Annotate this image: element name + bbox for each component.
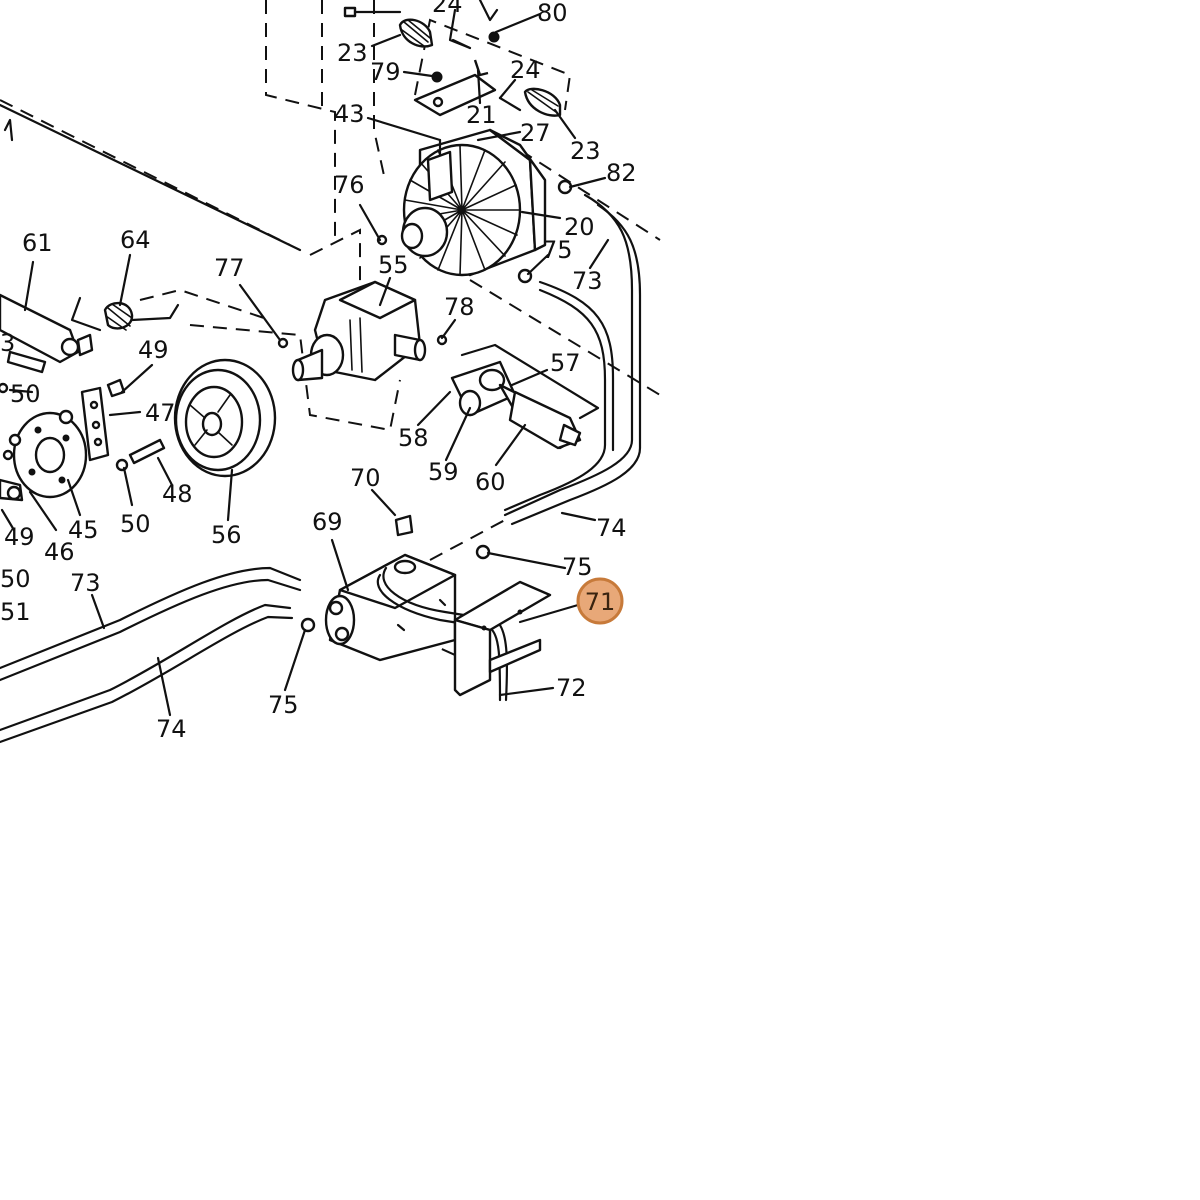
callout-79: 79 (370, 58, 401, 86)
callout-78: 78 (444, 293, 475, 321)
callout-51: 51 (0, 598, 31, 626)
callout-70: 70 (350, 464, 381, 492)
callout-69: 69 (312, 508, 343, 536)
callout-74: 74 (596, 514, 627, 542)
callout-77: 77 (214, 254, 245, 282)
callout-24: 24 (432, 0, 463, 18)
callout-73: 73 (572, 267, 603, 295)
fan-pump-assembly (400, 128, 547, 277)
callout-59: 59 (428, 458, 459, 486)
hoses (0, 193, 642, 744)
callout-49: 49 (138, 336, 169, 364)
callout-47: 47 (145, 399, 176, 427)
callout-27: 27 (520, 119, 551, 147)
pulley (173, 358, 277, 478)
callout-50: 50 (10, 380, 41, 408)
gearbox (291, 280, 427, 382)
frame-lines (0, 0, 661, 656)
callout-20: 20 (564, 213, 595, 241)
callout-74: 74 (156, 715, 187, 743)
callout-76: 76 (334, 171, 365, 199)
callout-48: 48 (162, 480, 193, 508)
callout-46: 46 (44, 538, 75, 566)
callout-23: 23 (570, 137, 601, 165)
hub-parts (0, 350, 166, 502)
callout-55: 55 (378, 251, 409, 279)
callout-57: 57 (550, 349, 581, 377)
motor-bracket (324, 514, 552, 702)
callout-60: 60 (475, 468, 506, 496)
leader-lines (0, 8, 610, 717)
callout-3: 3 (0, 329, 15, 357)
callout-61: 61 (22, 229, 53, 257)
highlight-label: 71 (585, 588, 616, 616)
callout-50: 50 (0, 565, 31, 593)
callout-50: 50 (120, 510, 151, 538)
callout-45: 45 (68, 516, 99, 544)
callout-43: 43 (334, 100, 365, 128)
callout-72: 72 (556, 674, 587, 702)
callout-labels: 80 24 23 79 24 21 43 27 23 82 76 20 61 6… (0, 0, 637, 743)
callout-58: 58 (398, 424, 429, 452)
highlight-callout[interactable]: 71 (576, 577, 624, 625)
callout-49: 49 (4, 523, 35, 551)
callout-75: 75 (562, 553, 593, 581)
spring-and-arm (0, 118, 180, 364)
callout-56: 56 (211, 521, 242, 549)
callout-21: 21 (466, 101, 497, 129)
callout-64: 64 (120, 226, 151, 254)
callout-73: 73 (70, 569, 101, 597)
highlight-circle[interactable] (576, 577, 624, 625)
coupler-shaft (450, 343, 600, 450)
callout-75: 75 (268, 691, 299, 719)
callout-80: 80 (537, 0, 568, 27)
callout-24: 24 (510, 56, 541, 84)
callout-82: 82 (606, 159, 637, 187)
callout-23: 23 (337, 39, 368, 67)
callout-75: 75 (542, 236, 573, 264)
